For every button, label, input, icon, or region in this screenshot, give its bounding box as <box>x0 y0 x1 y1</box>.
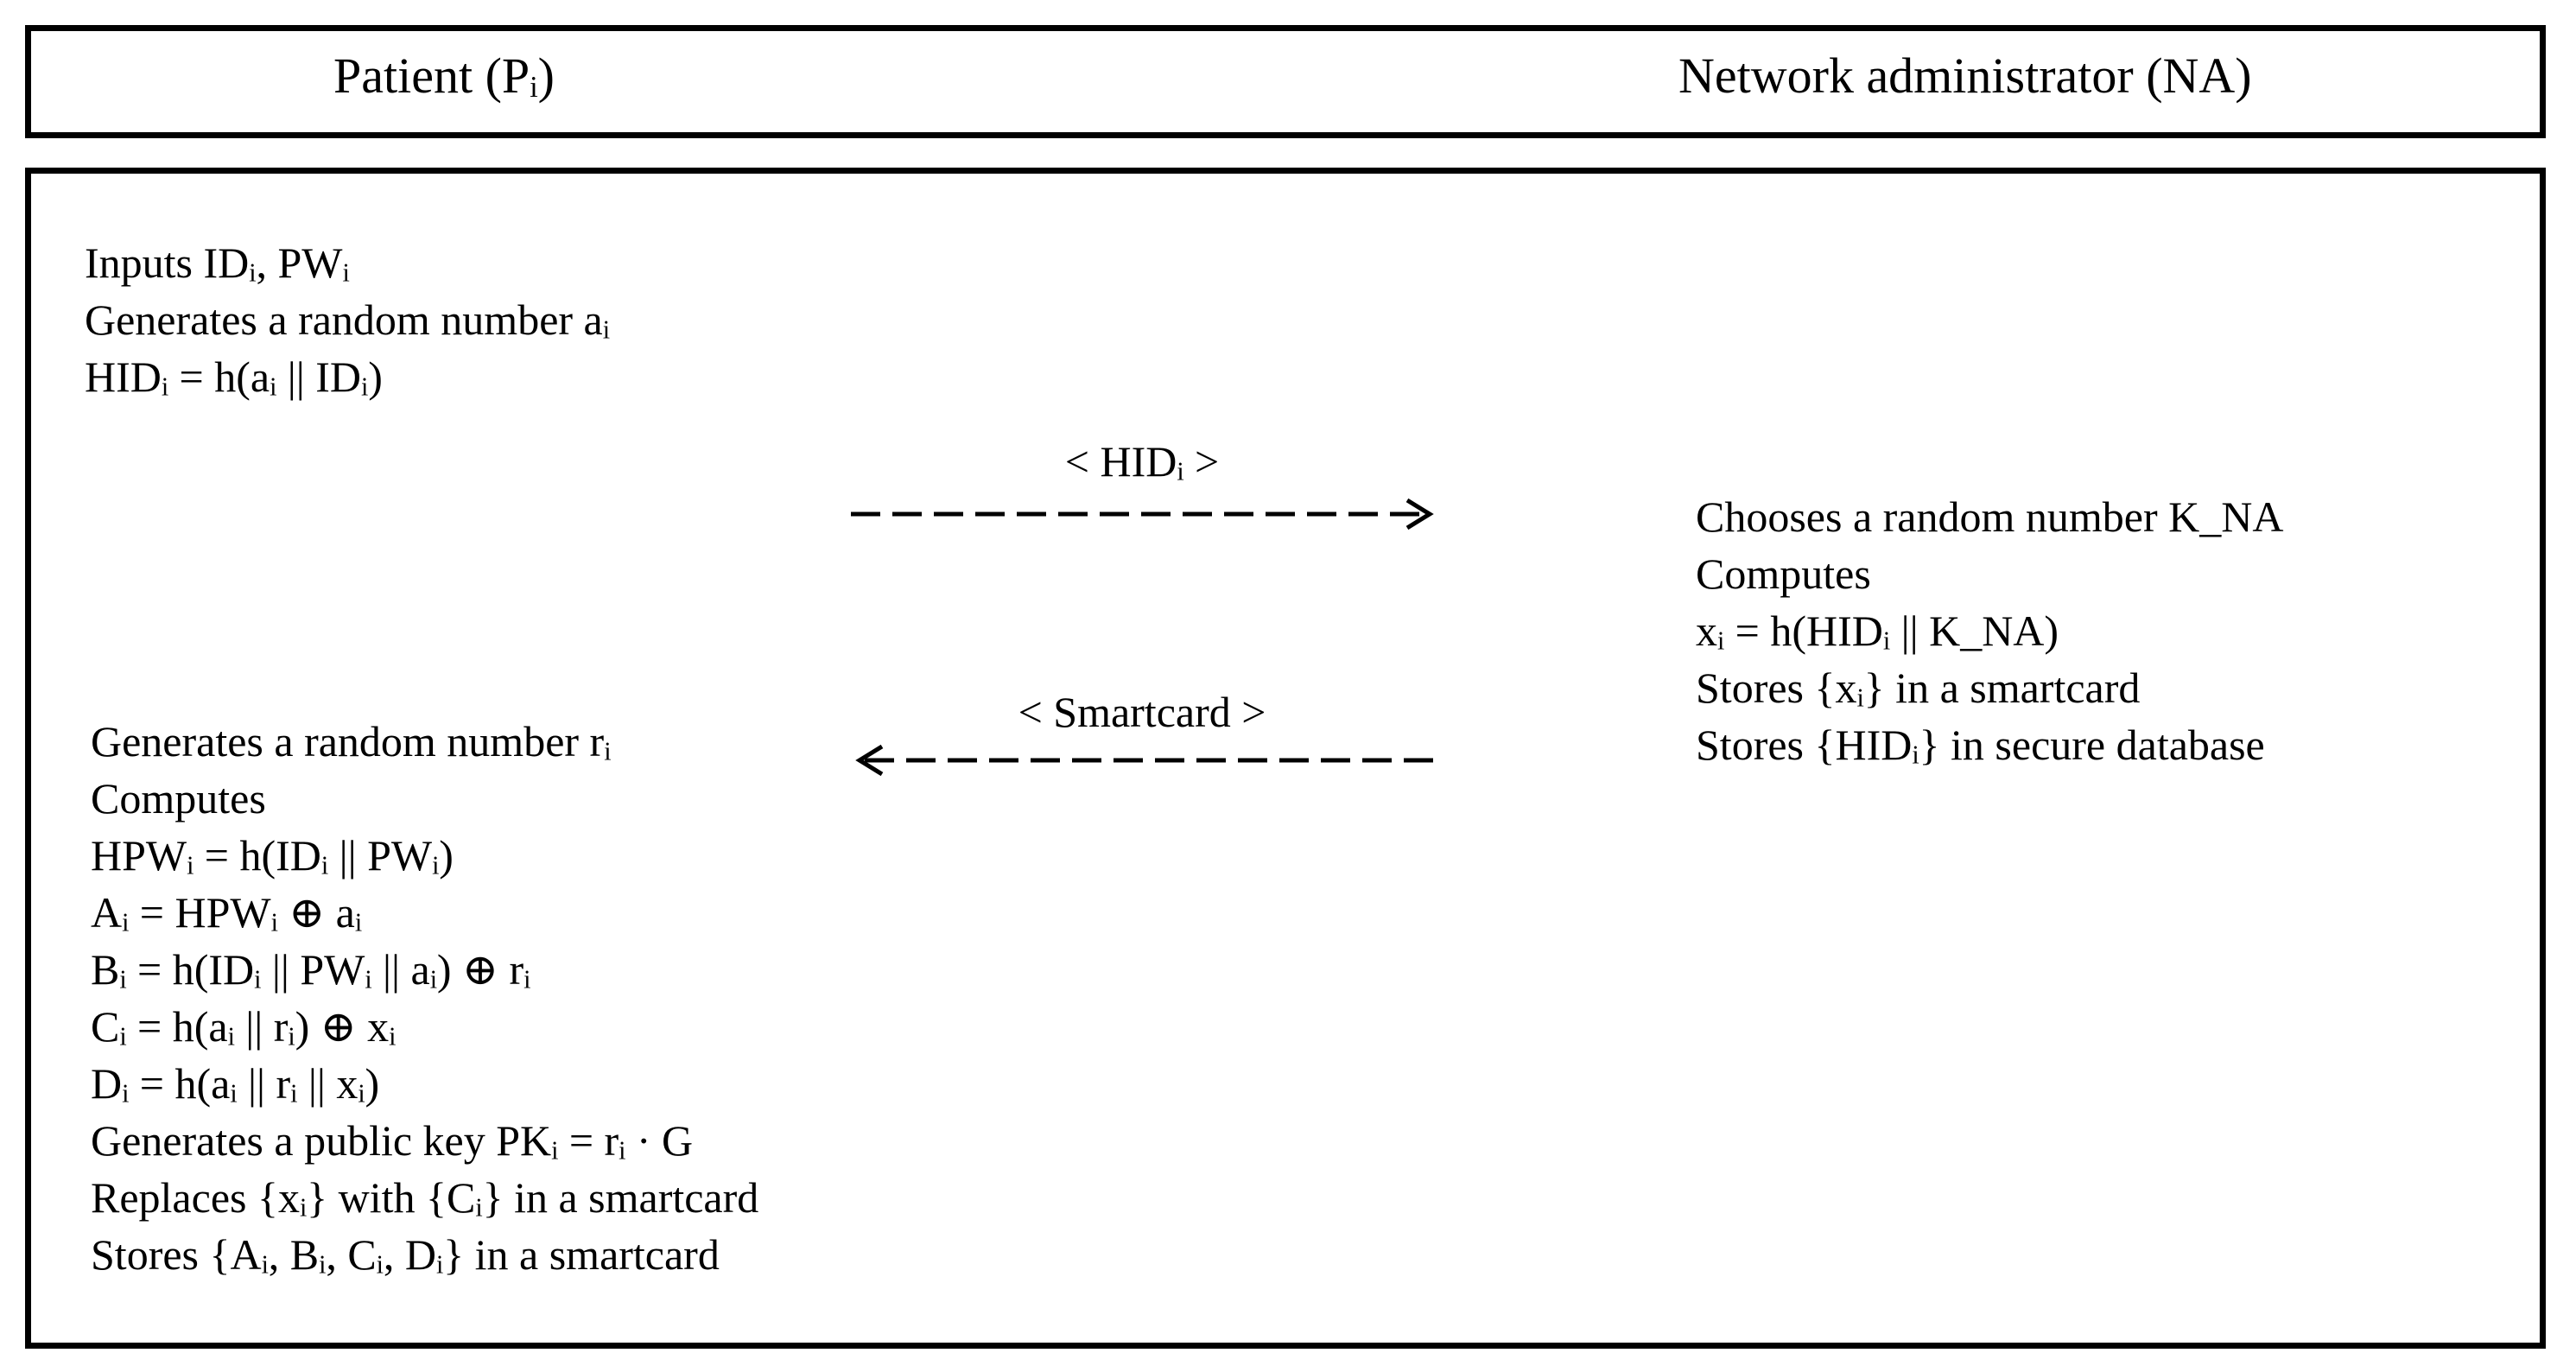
na-step-line: xᵢ = h(HIDᵢ || K_NA) <box>1696 607 2059 655</box>
patient-label: Patient (Pᵢ) <box>333 48 555 104</box>
network-administrator-label: Network administrator (NA) <box>1678 48 2252 104</box>
arrow-left-dashed <box>855 744 1438 777</box>
message-hid-label: < HIDᵢ > <box>1064 437 1220 486</box>
protocol-body-box <box>25 168 2546 1349</box>
patient-step-2-line: Replaces {xᵢ} with {Cᵢ} in a smartcard <box>91 1173 759 1222</box>
na-step-line: Stores {xᵢ} in a smartcard <box>1696 664 2141 712</box>
message-smartcard-label: < Smartcard > <box>1018 688 1266 736</box>
patient-step-2-line: Computes <box>91 774 266 823</box>
patient-step-2-line: Dᵢ = h(aᵢ || rᵢ || xᵢ) <box>91 1059 380 1108</box>
patient-step-2: Generates a random number rᵢ Computes HP… <box>91 713 758 1283</box>
patient-step-2-line: Cᵢ = h(aᵢ || rᵢ) ⊕ xᵢ <box>91 1002 397 1051</box>
patient-step-2-line: Generates a public key PKᵢ = rᵢ · G <box>91 1116 694 1165</box>
header-box <box>25 25 2546 138</box>
patient-step-2-line: Aᵢ = HPWᵢ ⊕ aᵢ <box>91 888 363 937</box>
patient-step-1: Inputs IDᵢ, PWᵢ Generates a random numbe… <box>85 234 610 405</box>
patient-step-1-line: Generates a random number aᵢ <box>85 295 610 344</box>
na-steps: Chooses a random number K_NA Computes xᵢ… <box>1696 488 2283 773</box>
patient-step-1-line: Inputs IDᵢ, PWᵢ <box>85 238 350 287</box>
na-step-line: Stores {HIDᵢ} in secure database <box>1696 721 2265 769</box>
arrow-right-dashed <box>851 498 1434 530</box>
na-step-line: Chooses a random number K_NA <box>1696 492 2284 541</box>
na-step-line: Computes <box>1696 549 1871 598</box>
patient-step-2-line: HPWᵢ = h(IDᵢ || PWᵢ) <box>91 831 454 880</box>
patient-step-2-line: Bᵢ = h(IDᵢ || PWᵢ || aᵢ) ⊕ rᵢ <box>91 945 531 994</box>
patient-step-1-line: HIDᵢ = h(aᵢ || IDᵢ) <box>85 353 383 401</box>
patient-step-2-line: Stores {Aᵢ, Bᵢ, Cᵢ, Dᵢ} in a smartcard <box>91 1230 720 1279</box>
patient-step-2-line: Generates a random number rᵢ <box>91 717 612 765</box>
